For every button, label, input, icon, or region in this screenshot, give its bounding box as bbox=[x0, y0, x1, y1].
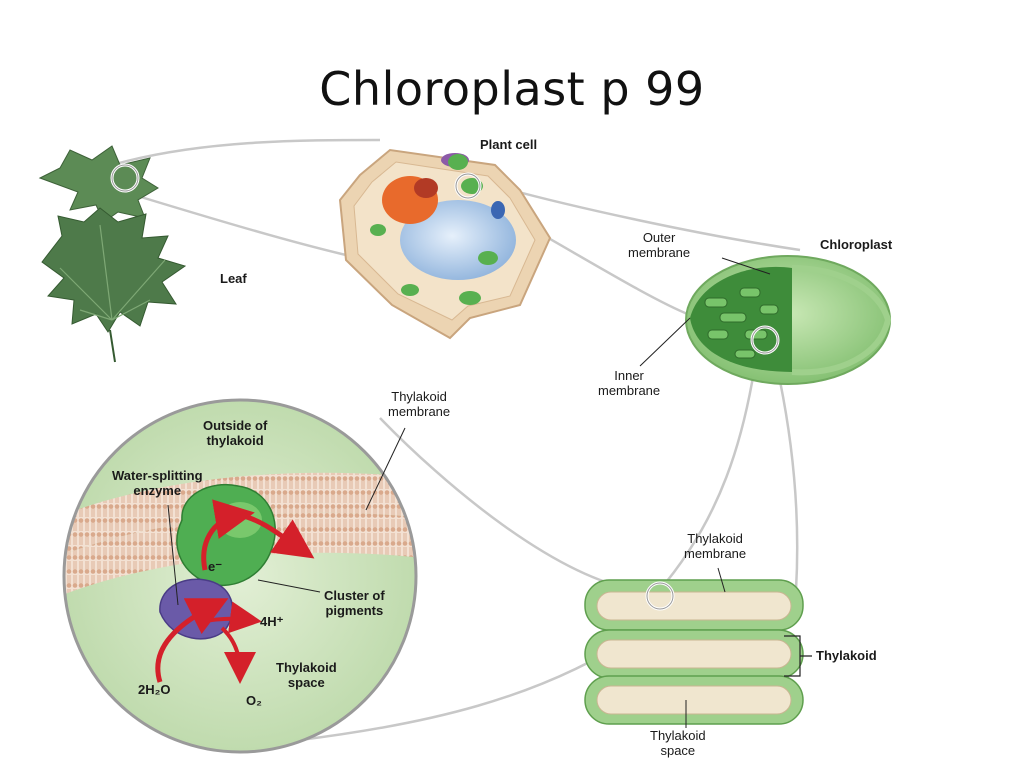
inner-membrane-label: Inner membrane bbox=[598, 368, 661, 398]
water-splitting-enzyme-label: Water-splitting enzyme bbox=[112, 468, 203, 498]
oxygen-label: O₂ bbox=[246, 693, 262, 708]
slide-title: Chloroplast p 99 bbox=[319, 62, 705, 116]
hydrogen-ions-label: 4H⁺ bbox=[260, 614, 284, 629]
electron-label: e⁻ bbox=[208, 559, 223, 574]
plant-cell-illustration bbox=[338, 148, 552, 340]
chloroplast-label: Chloroplast bbox=[820, 237, 893, 252]
thylakoid-stack-illustration bbox=[584, 567, 812, 728]
outside-of-thylakoid-label: Outside of thylakoid bbox=[203, 418, 268, 448]
outer-membrane-label: Outer membrane bbox=[628, 230, 691, 260]
thylakoid-space-stack-label: Thylakoid space bbox=[650, 728, 706, 758]
thylakoid-space-inset-label: Thylakoid space bbox=[276, 660, 337, 690]
plant-cell-label: Plant cell bbox=[480, 137, 538, 152]
thylakoid-membrane-inset-label: Thylakoid membrane bbox=[388, 389, 451, 419]
leaf-label: Leaf bbox=[220, 271, 247, 286]
thylakoid-label: Thylakoid bbox=[816, 648, 877, 663]
water-label: 2H₂O bbox=[138, 682, 171, 697]
cluster-of-pigments-label: Cluster of pigments bbox=[324, 588, 385, 618]
thylakoid-membrane-inset bbox=[62, 398, 418, 754]
chloroplast-illustration bbox=[639, 255, 892, 385]
leaf-illustration bbox=[38, 145, 187, 363]
thylakoid-membrane-stack-label: Thylakoid membrane bbox=[684, 531, 747, 561]
